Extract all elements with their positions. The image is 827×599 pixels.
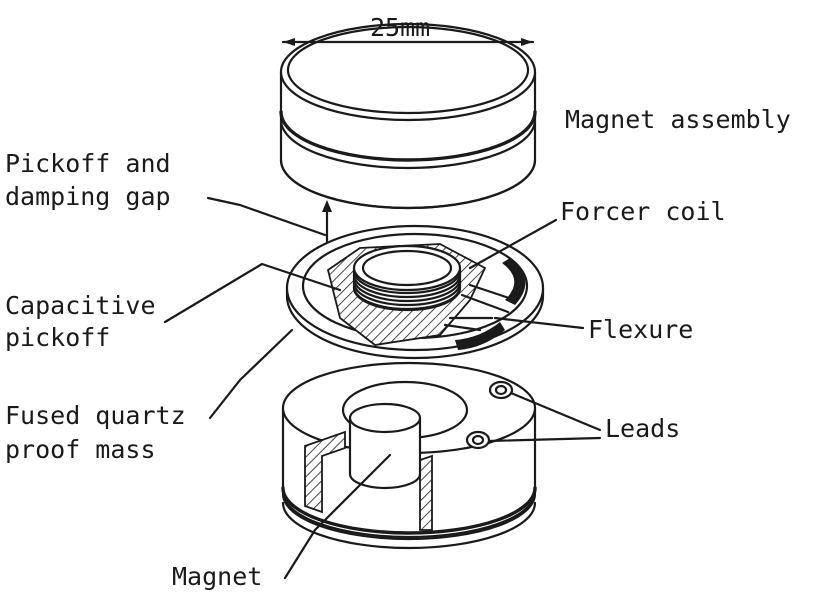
magnet-cylinder — [348, 402, 422, 490]
housing-cutaway-right — [419, 454, 433, 531]
flexure-arc-bottom — [455, 322, 505, 350]
dimension-line — [281, 38, 535, 46]
label-pickoff-gap-line1: Pickoff and — [5, 149, 171, 178]
magnet-assembly — [279, 22, 537, 210]
magnet-housing — [281, 361, 537, 550]
label-flexure: Flexure — [588, 315, 693, 344]
label-fused-line2: proof mass — [5, 435, 156, 464]
label-fused-line1: Fused quartz — [5, 401, 186, 430]
label-capacitive-line2: pickoff — [5, 323, 110, 352]
label-magnet-assembly: Magnet assembly — [565, 105, 791, 134]
label-forcer-coil: Forcer coil — [560, 197, 726, 226]
label-magnet: Magnet — [172, 562, 262, 591]
label-pickoff-gap-line2: damping gap — [5, 182, 171, 211]
leader-lines — [163, 196, 602, 580]
dimension-label: 25mm — [370, 13, 430, 42]
lead-pin-lower — [465, 430, 491, 450]
label-capacitive-line1: Capacitive — [5, 291, 156, 320]
label-leads: Leads — [605, 414, 680, 443]
lead-pin-upper — [488, 380, 514, 400]
forcer-coil — [352, 244, 462, 312]
flexure-arc-right — [502, 258, 526, 305]
proof-mass-disc — [285, 224, 545, 360]
housing-cutaway-left — [304, 430, 346, 514]
